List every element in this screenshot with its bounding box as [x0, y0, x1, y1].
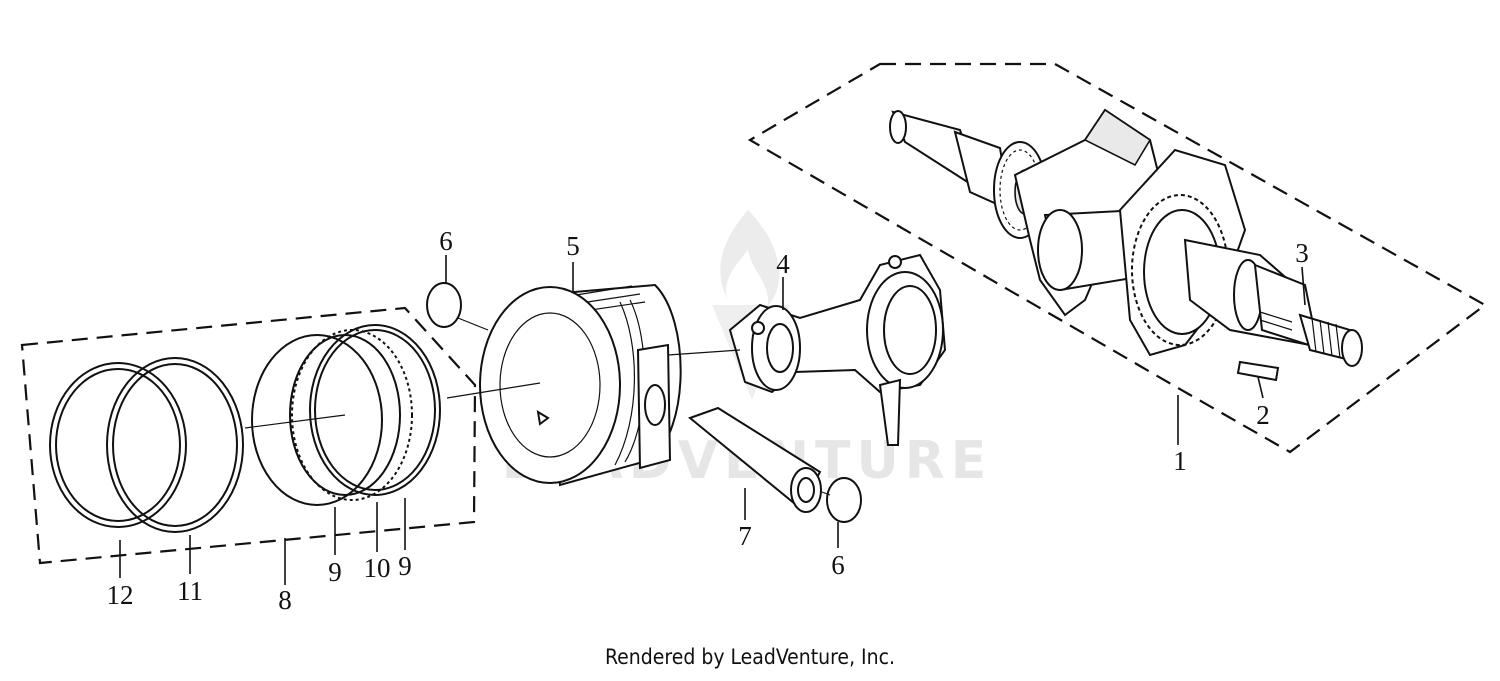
piston-axis-line [446, 382, 541, 399]
label-circlip-top: 6 [439, 226, 453, 256]
label-circlip-bottom: 6 [831, 550, 845, 580]
label-oil-ring-spacer: 10 [364, 553, 391, 583]
piston-pin [687, 406, 822, 513]
label-oil-ring-rail-right: 9 [398, 551, 412, 581]
label-key: 2 [1256, 400, 1270, 430]
label-oil-ring-rail-left: 9 [328, 557, 342, 587]
crankshaft-assembly-boundary [747, 62, 1488, 454]
piston [479, 283, 682, 487]
connecting-rod [728, 253, 947, 446]
label-crankshaft-assembly: 1 [1173, 446, 1187, 476]
ring-set-boundary [20, 306, 477, 565]
circlip-bottom [821, 477, 862, 523]
part-labels: 1 2 3 4 5 6 7 8 9 10 9 11 12 6 [107, 226, 1309, 615]
label-piston: 5 [566, 231, 580, 261]
label-piston-pin: 7 [738, 521, 752, 551]
label-connecting-rod: 4 [776, 249, 790, 279]
circlip-top [426, 282, 489, 331]
piston-ring-set [20, 306, 477, 565]
label-piston-ring-set: 8 [278, 585, 292, 615]
rod-axis-line [667, 349, 741, 356]
crankshaft-assembly-group [747, 62, 1488, 454]
label-second-ring: 11 [177, 576, 203, 606]
footer-credit: Rendered by LeadVenture, Inc. [605, 645, 895, 669]
callout-lines [119, 255, 1306, 585]
label-crankshaft: 3 [1295, 238, 1309, 268]
label-top-ring: 12 [107, 580, 134, 610]
